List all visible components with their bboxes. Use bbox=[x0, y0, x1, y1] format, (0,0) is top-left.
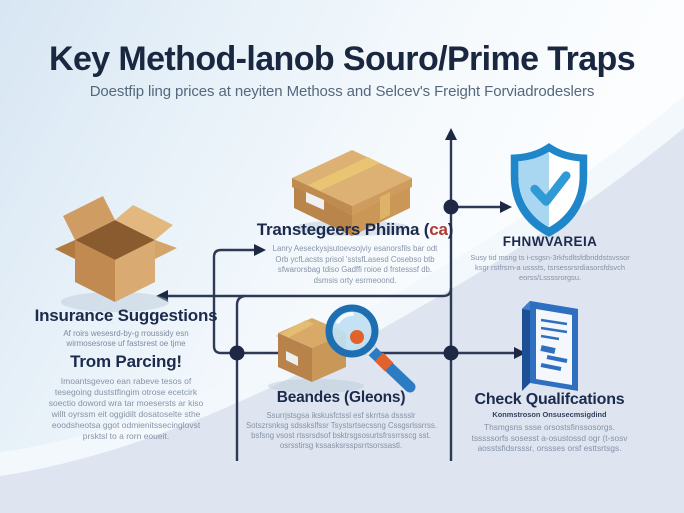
body-line: dsmsis orty esrmeoond. bbox=[313, 275, 397, 285]
body-line: eoodsheotsa ggot odmienitssecinglovst bbox=[51, 420, 201, 430]
body-line: soectio doword wra tar moesersts ar kiso bbox=[48, 398, 204, 408]
insurance-body: Imoantsgeveo ean rabeve tesos of tesegoi… bbox=[18, 376, 234, 442]
body-line: tsssssorfs sosesst a-osustossd ogr (t-so… bbox=[471, 432, 628, 443]
swoosh-fill bbox=[0, 128, 684, 513]
body-line: Lanry Aeseckysjsutoevsojviy esanorsfils … bbox=[272, 244, 438, 253]
subnote-line: Af roirs wesesrd-by-g rroussidy esn bbox=[63, 329, 189, 338]
fhnware-heading: FHNWVAREIA bbox=[502, 234, 598, 249]
body-line: sfwarorsbag tdiso Gadffi roioe d frstess… bbox=[277, 265, 433, 274]
beandes-body: Ssurrjstsgsa ikskusfctssl esf skrrtsa ds… bbox=[246, 411, 437, 451]
section-check-qualifications: Check Qualifcations Konmstroson Onsusecm… bbox=[457, 391, 642, 454]
body-line: Imoantsgeveo ean rabeve tesos of bbox=[60, 376, 192, 386]
body-line: bsfsng vsost rtssrsdsof bsktrsgsosurtsfr… bbox=[251, 431, 431, 440]
body-line: eorss/Lssssrorgsu. bbox=[518, 273, 582, 282]
sealed-package-icon bbox=[292, 150, 412, 236]
check-subheading: Konmstroson Onsusecmsigdind bbox=[492, 410, 607, 419]
open-box-icon bbox=[55, 196, 177, 312]
body-line: aosstsfidsrsssr, orssses orsf esttsrtsgs… bbox=[477, 443, 622, 453]
body-line: Susy tid msng ts i-csgsn-3rkfsdltsfdbrid… bbox=[470, 253, 630, 262]
beandes-heading: Beandes (Gleons) bbox=[276, 389, 406, 406]
section-insurance: Insurance Suggestions Af roirs wesesrd-b… bbox=[18, 306, 234, 442]
subnote-line: wirmosesrose uf fastsrest oe tjme bbox=[66, 339, 186, 348]
check-heading: Check Qualifcations bbox=[474, 391, 625, 408]
shield-check-icon bbox=[510, 143, 588, 237]
body-line: osrsstirsg kssasksrsspsrrtsorssastl. bbox=[279, 441, 403, 450]
body-line: Ssurrjstsgsa ikskusfctssl esf skrrtsa ds… bbox=[266, 411, 416, 420]
body-line: ksgr rstfrsrn-a usssts, tsrsessrsrdiasor… bbox=[475, 263, 625, 272]
section-transtegeers: Transtegeers Phiima (ca) Lanry Aeseckysj… bbox=[243, 220, 467, 286]
transtegeers-body: Lanry Aeseckysjsutoevsojviy esanorsfils … bbox=[243, 244, 467, 286]
body-line: tesegoing duststfingim otrose ecetcirk bbox=[54, 387, 198, 397]
package-magnifier-icon bbox=[268, 304, 416, 393]
body-line: willt oyrssm eit oggidilt dosatoselte st… bbox=[51, 409, 201, 419]
page-title: Key Method-lanob Souro/Prime Traps bbox=[48, 40, 636, 78]
fhnware-body: Susy tid msng ts i-csgsn-3rkfsdltsfdbrid… bbox=[460, 253, 640, 283]
suffix-red-text: ca bbox=[429, 220, 448, 239]
section-fhnware: FHNWVAREIA Susy tid msng ts i-csgsn-3rkf… bbox=[460, 234, 640, 283]
insurance-heading2: Trom Parcing! bbox=[70, 352, 182, 371]
suffix-paren-open: ( bbox=[423, 220, 430, 239]
body-line: Thsmgsns ssse orsostsfinssosorgs. bbox=[484, 422, 615, 432]
check-body: Thsmgsns ssse orsostsfinssosorgs. tsssss… bbox=[457, 422, 642, 454]
swoosh-highlight-band bbox=[0, 96, 684, 480]
section-beandes: Beandes (Gleons) Ssurrjstsgsa ikskusfcts… bbox=[246, 389, 437, 451]
body-line: Sotszrsnksg sdsskslfssr Tsystsrtsecssng … bbox=[246, 421, 437, 430]
suffix-paren-close: ) bbox=[447, 220, 454, 239]
transtegeers-heading: Transtegeers Phiima (ca) bbox=[243, 220, 467, 240]
certificate-document-icon bbox=[522, 301, 578, 391]
insurance-subnote: Af roirs wesesrd-by-g rroussidy esn wirm… bbox=[18, 329, 234, 349]
body-line: prsktsl to a rorn eoueit. bbox=[82, 431, 170, 441]
insurance-heading: Insurance Suggestions bbox=[34, 306, 218, 325]
page-subtitle: Doestfip ling prices at neyiten Methoss … bbox=[89, 83, 595, 100]
body-line: Orb ycfLacsts prisol 'sstsfLasesd Cosebs… bbox=[275, 254, 435, 264]
transtegeers-heading-text: Transtegeers Phiima bbox=[256, 220, 420, 239]
